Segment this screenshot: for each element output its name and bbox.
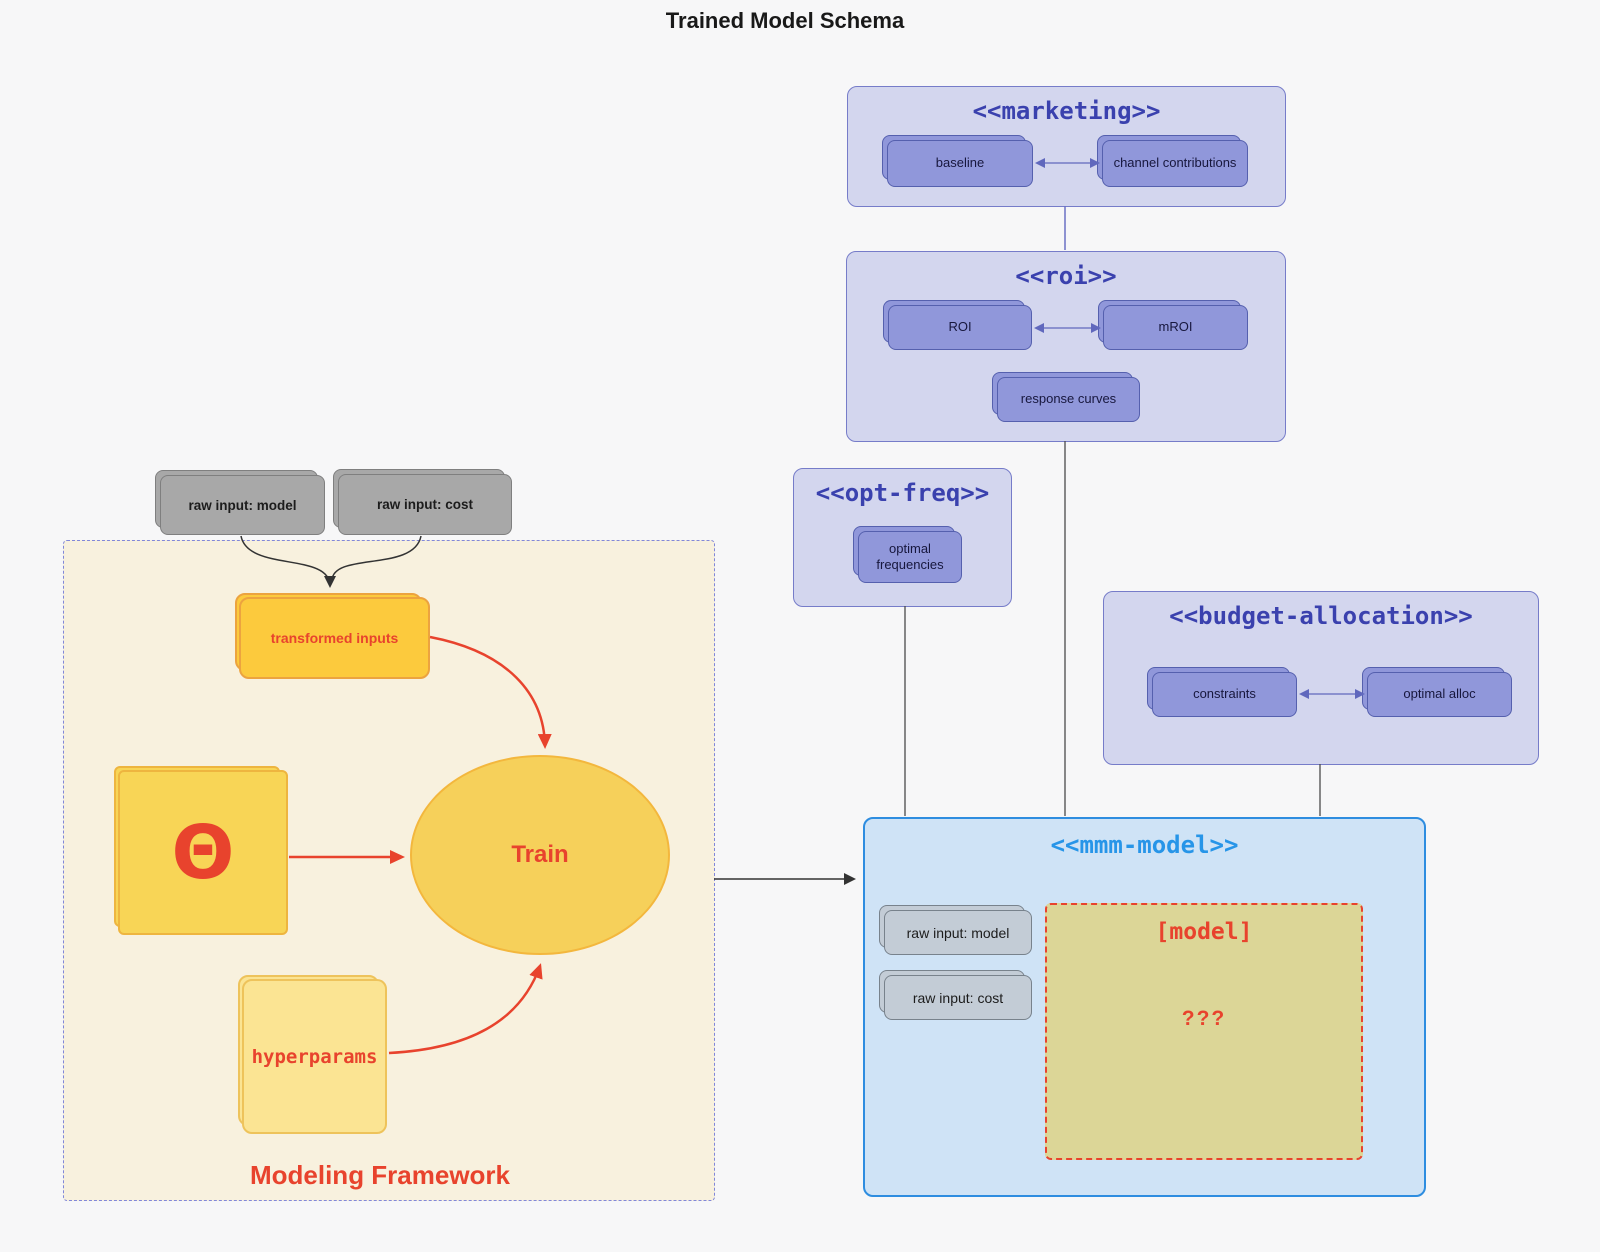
node-mroi: mROI	[1098, 300, 1248, 350]
node-roi: ROI	[883, 300, 1032, 350]
modeling-framework-label: Modeling Framework	[249, 1160, 511, 1190]
mmm-model-title: <<mmm-model>>	[1050, 831, 1239, 859]
node-constraints: constraints	[1147, 667, 1297, 717]
node-theta: Θ	[114, 766, 288, 935]
model-label: [model]	[1155, 919, 1253, 945]
node-optimal-frequencies: optimal frequencies	[853, 526, 962, 583]
node-train: Train	[410, 755, 670, 955]
node-optimal-alloc: optimal alloc	[1362, 667, 1512, 717]
node-raw-input-cost: raw input: cost	[333, 469, 512, 535]
model-unknown-label: ???	[1181, 1007, 1227, 1030]
node-baseline: baseline	[882, 135, 1033, 187]
node-mmm-raw-input-model: raw input: model	[879, 905, 1032, 955]
model-placeholder-box: [model] ???	[1045, 903, 1363, 1160]
node-transformed-inputs: transformed inputs	[235, 593, 430, 679]
node-channel-contributions: channel contributions	[1097, 135, 1248, 187]
roi-title: <<roi>>	[1015, 262, 1117, 290]
diagram-title: Trained Model Schema	[665, 8, 905, 33]
marketing-title: <<marketing>>	[972, 97, 1161, 125]
node-mmm-raw-input-cost: raw input: cost	[879, 970, 1032, 1020]
node-response-curves: response curves	[992, 372, 1140, 422]
node-hyperparams: hyperparams	[238, 975, 387, 1134]
opt-freq-title: <<opt-freq>>	[815, 479, 990, 507]
node-raw-input-model: raw input: model	[155, 470, 325, 535]
budget-allocation-title: <<budget-allocation>>	[1169, 602, 1473, 630]
